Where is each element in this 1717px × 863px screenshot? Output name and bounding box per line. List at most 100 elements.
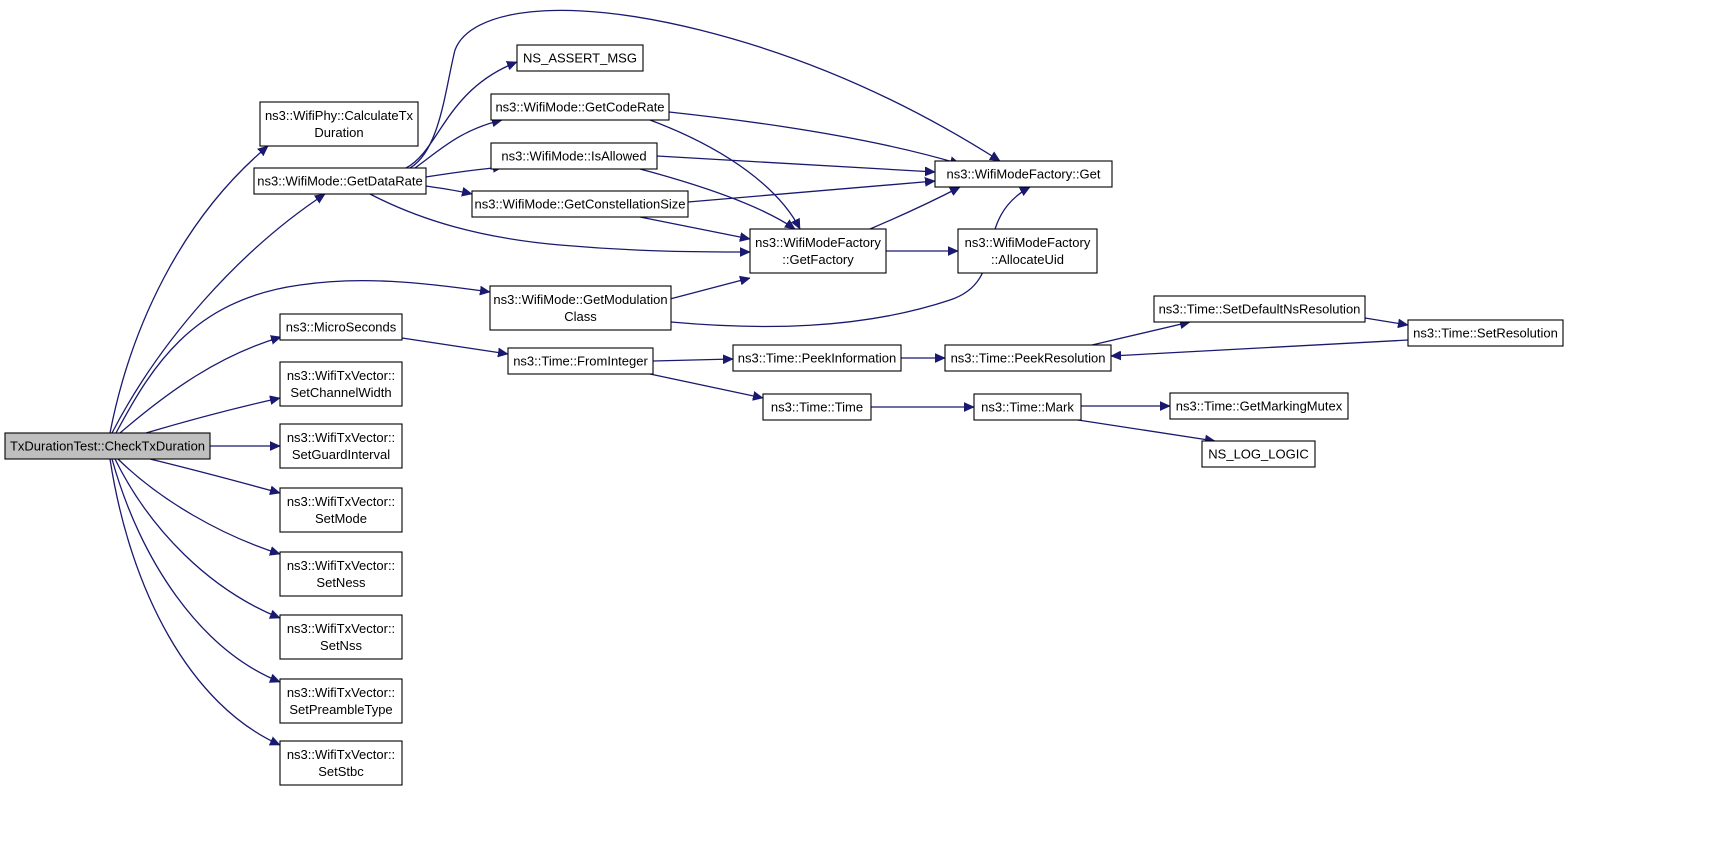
node-time-peek-information[interactable]: ns3::Time::PeekInformation bbox=[732, 344, 902, 372]
node-box bbox=[934, 160, 1113, 188]
node-box bbox=[762, 393, 872, 421]
node-label: ns3::Time::SetDefaultNsResolution bbox=[1159, 302, 1361, 317]
edge-get-modulation-class-to-factory-get-factory bbox=[669, 278, 750, 300]
node-box bbox=[279, 361, 403, 407]
node-box bbox=[279, 614, 403, 660]
node-time-from-integer[interactable]: ns3::Time::FromInteger bbox=[507, 347, 654, 375]
edge-root-to-set-stbc bbox=[109, 458, 280, 746]
node-box bbox=[279, 313, 403, 341]
node-label: SetNss bbox=[320, 638, 362, 653]
node-set-guard-interval[interactable]: ns3::WifiTxVector::SetGuardInterval bbox=[279, 423, 403, 469]
node-label: Class bbox=[564, 309, 597, 324]
node-label: ns3::WifiMode::GetConstellationSize bbox=[475, 197, 686, 212]
node-time-peek-resolution[interactable]: ns3::Time::PeekResolution bbox=[944, 344, 1112, 372]
node-label: SetGuardInterval bbox=[292, 447, 390, 462]
edge-get-code-rate-to-factory-get-factory bbox=[649, 119, 801, 229]
node-label: ns3::WifiTxVector:: bbox=[287, 621, 395, 636]
node-set-nss[interactable]: ns3::WifiTxVector::SetNss bbox=[279, 614, 403, 660]
node-box bbox=[259, 101, 419, 147]
node-label: ns3::WifiTxVector:: bbox=[287, 430, 395, 445]
node-box bbox=[279, 423, 403, 469]
node-set-mode[interactable]: ns3::WifiTxVector::SetMode bbox=[279, 487, 403, 533]
node-label: ns3::WifiModeFactory bbox=[755, 235, 881, 250]
node-factory-get[interactable]: ns3::WifiModeFactory::Get bbox=[934, 160, 1113, 188]
node-box bbox=[471, 190, 689, 218]
node-box bbox=[944, 344, 1112, 372]
node-box bbox=[749, 228, 887, 274]
node-label: ::AllocateUid bbox=[991, 252, 1064, 267]
node-label: ns3::WifiTxVector:: bbox=[287, 368, 395, 383]
node-label: ns3::WifiTxVector:: bbox=[287, 494, 395, 509]
node-set-preamble-type[interactable]: ns3::WifiTxVector::SetPreambleType bbox=[279, 678, 403, 724]
node-get-code-rate[interactable]: ns3::WifiMode::GetCodeRate bbox=[490, 93, 670, 121]
node-box bbox=[253, 167, 427, 195]
node-label: ns3::WifiTxVector:: bbox=[287, 685, 395, 700]
node-label: ns3::WifiMode::GetDataRate bbox=[257, 174, 422, 189]
node-label: ns3::Time::Mark bbox=[981, 400, 1074, 415]
edge-get-data-rate-to-ns-assert-msg bbox=[405, 62, 517, 169]
edge-time-set-default-ns-resolution-to-time-set-resolution bbox=[1364, 317, 1408, 325]
node-set-stbc[interactable]: ns3::WifiTxVector::SetStbc bbox=[279, 740, 403, 786]
node-label: SetMode bbox=[315, 511, 367, 526]
edge-time-from-integer-to-time-time bbox=[649, 373, 763, 398]
edge-get-data-rate-to-get-code-rate bbox=[414, 120, 502, 169]
edge-get-constellation-size-to-factory-get-factory bbox=[639, 216, 750, 239]
node-label: ns3::Time::SetResolution bbox=[1413, 326, 1558, 341]
edge-get-constellation-size-to-factory-get bbox=[687, 181, 935, 203]
node-label: SetChannelWidth bbox=[290, 385, 391, 400]
node-box bbox=[490, 93, 670, 121]
edge-time-set-resolution-to-time-peek-resolution bbox=[1111, 339, 1409, 356]
edge-root-to-set-preamble-type bbox=[111, 458, 280, 682]
node-time-set-resolution[interactable]: ns3::Time::SetResolution bbox=[1407, 319, 1564, 347]
edge-is-allowed-to-factory-get-factory bbox=[639, 168, 795, 230]
edge-micro-seconds-to-time-from-integer bbox=[401, 337, 508, 354]
node-box bbox=[4, 432, 211, 460]
edge-time-from-integer-to-time-peek-information bbox=[652, 359, 733, 361]
edge-root-to-micro-seconds bbox=[119, 337, 281, 434]
edge-root-to-set-mode bbox=[149, 458, 280, 493]
node-get-constellation-size[interactable]: ns3::WifiMode::GetConstellationSize bbox=[471, 190, 689, 218]
node-is-allowed[interactable]: ns3::WifiMode::IsAllowed bbox=[490, 142, 658, 170]
node-label: ns3::WifiModeFactory::Get bbox=[947, 167, 1101, 182]
node-set-channel-width[interactable]: ns3::WifiTxVector::SetChannelWidth bbox=[279, 361, 403, 407]
nodes-layer: TxDurationTest::CheckTxDurationns3::Wifi… bbox=[4, 44, 1564, 786]
node-time-mark[interactable]: ns3::Time::Mark bbox=[973, 393, 1082, 421]
node-time-time[interactable]: ns3::Time::Time bbox=[762, 393, 872, 421]
node-label: ns3::WifiMode::IsAllowed bbox=[501, 149, 646, 164]
node-factory-allocate-uid[interactable]: ns3::WifiModeFactory::AllocateUid bbox=[957, 228, 1098, 274]
node-set-ness[interactable]: ns3::WifiTxVector::SetNess bbox=[279, 551, 403, 597]
node-label: NS_ASSERT_MSG bbox=[523, 51, 637, 66]
node-label: ns3::WifiMode::GetModulation bbox=[493, 292, 667, 307]
node-box bbox=[279, 551, 403, 597]
node-label: ns3::Time::PeekResolution bbox=[951, 351, 1106, 366]
node-box bbox=[1407, 319, 1564, 347]
node-ns-log-logic[interactable]: NS_LOG_LOGIC bbox=[1201, 440, 1316, 468]
node-box bbox=[279, 487, 403, 533]
node-time-get-marking-mutex[interactable]: ns3::Time::GetMarkingMutex bbox=[1169, 392, 1349, 420]
node-label: ::GetFactory bbox=[782, 252, 854, 267]
node-box bbox=[1169, 392, 1349, 420]
node-label: ns3::WifiPhy::CalculateTx bbox=[265, 108, 414, 123]
node-label: ns3::Time::GetMarkingMutex bbox=[1176, 399, 1343, 414]
node-label: TxDurationTest::CheckTxDuration bbox=[10, 439, 205, 454]
edge-get-data-rate-to-factory-get-factory bbox=[369, 193, 750, 252]
node-label: SetPreambleType bbox=[289, 702, 392, 717]
node-factory-get-factory[interactable]: ns3::WifiModeFactory::GetFactory bbox=[749, 228, 887, 274]
node-box bbox=[973, 393, 1082, 421]
node-box bbox=[516, 44, 644, 72]
node-get-data-rate[interactable]: ns3::WifiMode::GetDataRate bbox=[253, 167, 427, 195]
node-label: SetNess bbox=[316, 575, 366, 590]
node-time-set-default-ns-resolution[interactable]: ns3::Time::SetDefaultNsResolution bbox=[1153, 295, 1366, 323]
node-root[interactable]: TxDurationTest::CheckTxDuration bbox=[4, 432, 211, 460]
node-box bbox=[507, 347, 654, 375]
edge-get-data-rate-to-get-constellation-size bbox=[425, 185, 472, 194]
node-box bbox=[732, 344, 902, 372]
node-label: ns3::WifiModeFactory bbox=[965, 235, 1091, 250]
node-box bbox=[490, 142, 658, 170]
edge-time-mark-to-ns-log-logic bbox=[1077, 419, 1215, 441]
node-ns-assert-msg[interactable]: NS_ASSERT_MSG bbox=[516, 44, 644, 72]
node-micro-seconds[interactable]: ns3::MicroSeconds bbox=[279, 313, 403, 341]
